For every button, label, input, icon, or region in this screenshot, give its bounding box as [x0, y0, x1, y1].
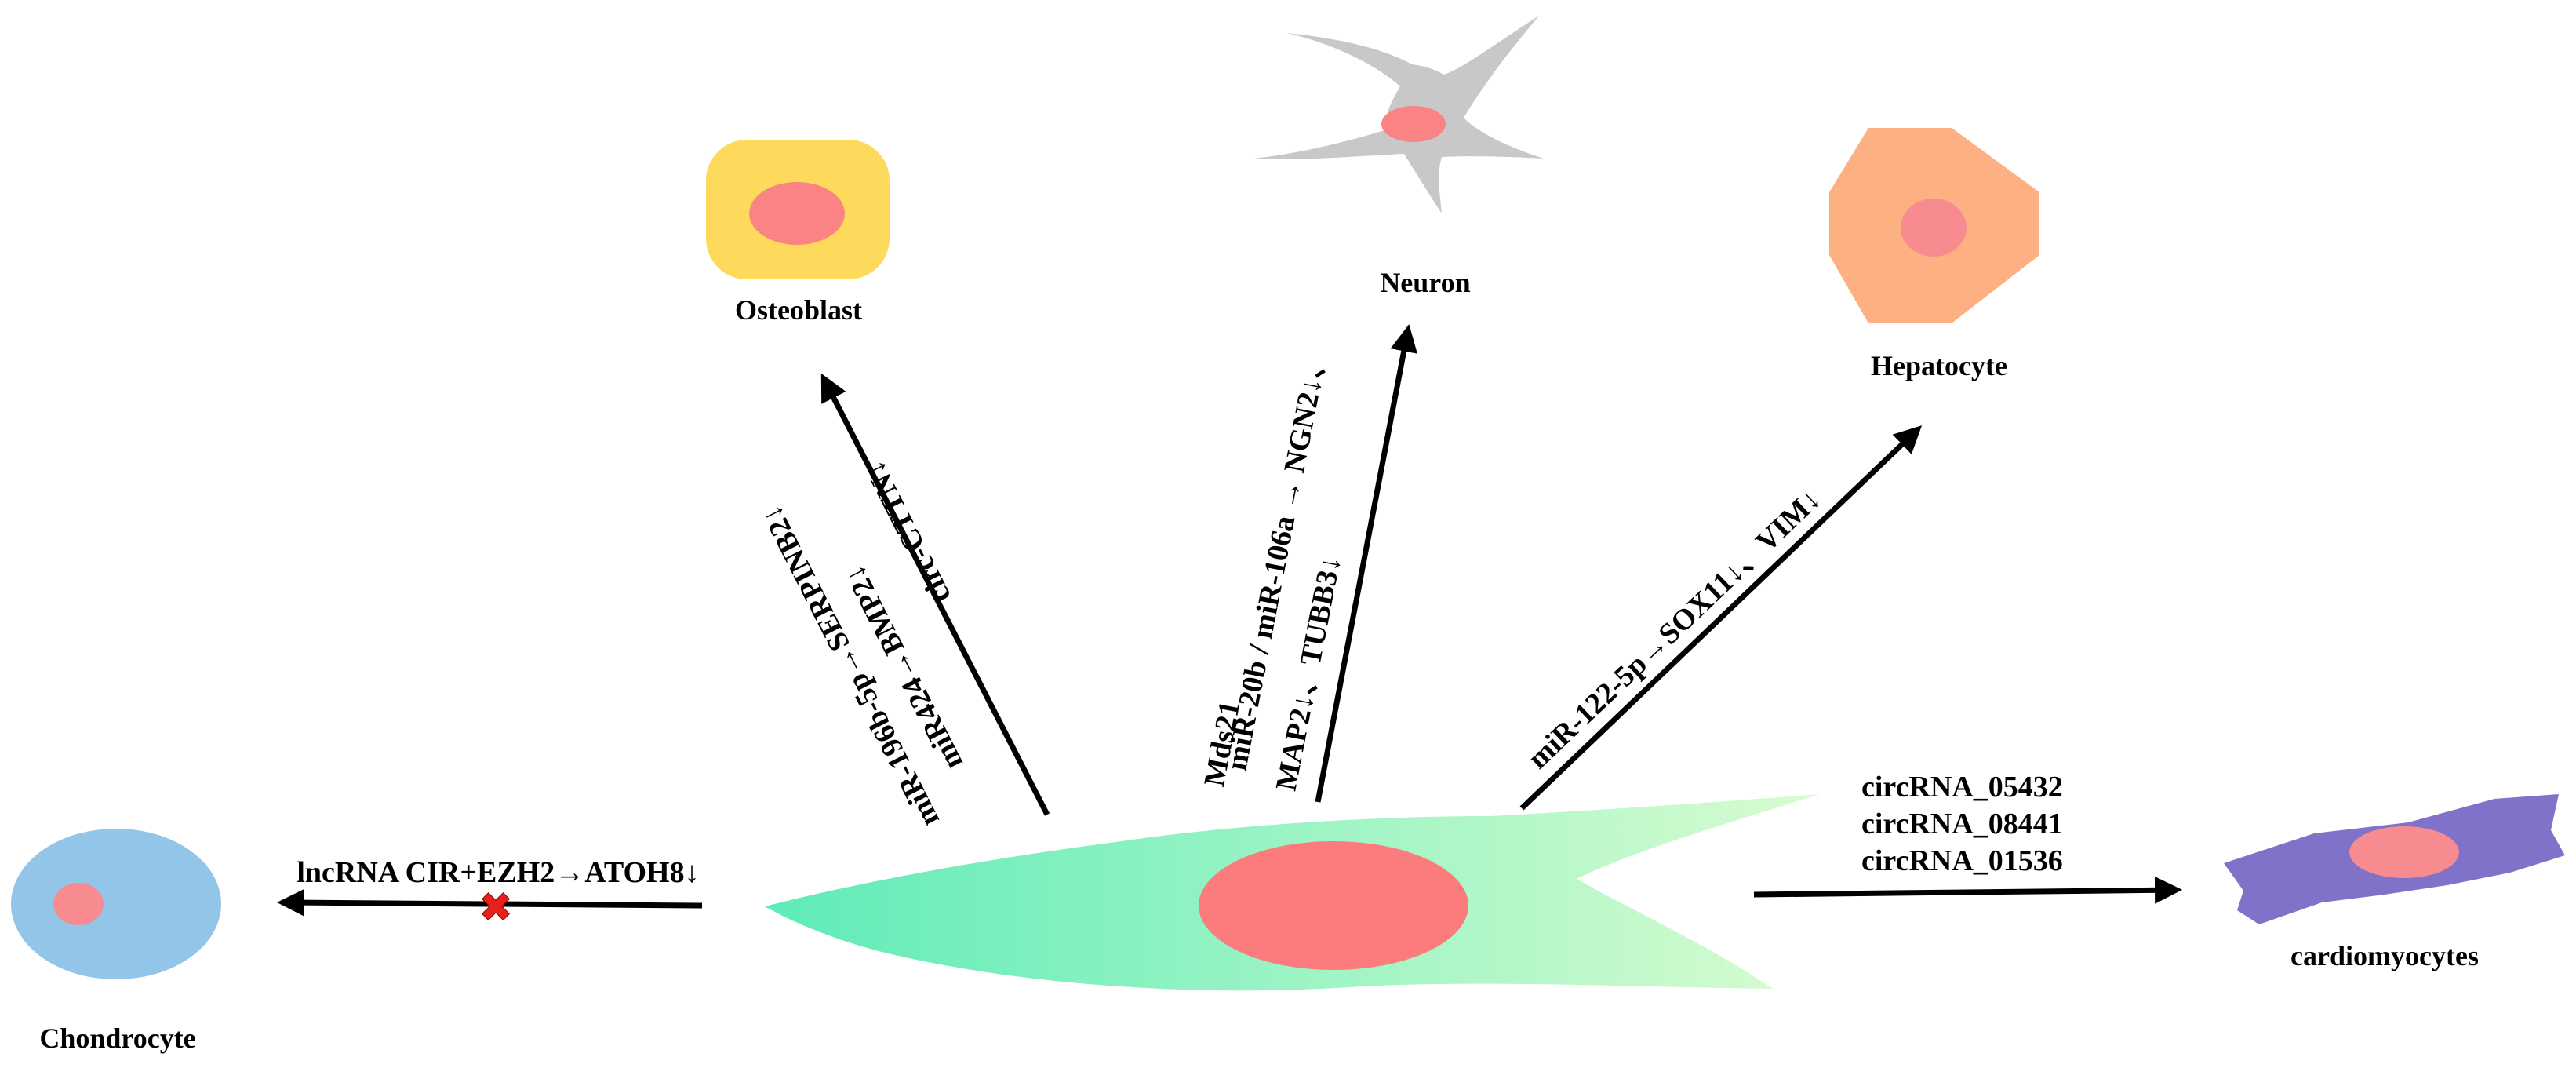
osteoblast-pathway-labels: circ-CTTN↓ miR424→BMP2↓ miR-196b-5p→SERP…: [755, 455, 970, 832]
cardiomyocyte-pathway-line-2: circRNA_08441: [1861, 807, 2063, 840]
arrow-to-hepatocyte: [1519, 425, 1923, 811]
chondrocyte-cell: [11, 829, 221, 979]
chondrocyte-label: Chondrocyte: [39, 1022, 195, 1054]
osteoblast-label: Osteoblast: [735, 294, 862, 326]
osteoblast-cell: [706, 140, 890, 279]
cardiomyocyte-pathway-line-3: circRNA_01536: [1861, 844, 2063, 877]
hepatocyte-nucleus: [1901, 199, 1967, 257]
cardiomyocyte-cell: [2224, 794, 2565, 924]
neuron-nucleus: [1381, 106, 1446, 142]
hepatocyte-pathway-line-1: miR-122-5p→SOX11↓、VIM↓: [1522, 483, 1828, 775]
chondrocyte-nucleus: [53, 883, 104, 925]
chondrocyte-pathway-line-1: lncRNA CIR+EZH2→ATOH8↓: [297, 856, 699, 889]
stem-cell: [765, 794, 1820, 991]
chondrocyte-body: [11, 829, 221, 979]
cardiomyocyte-pathway-labels: circRNA_05432 circRNA_08441 circRNA_0153…: [1861, 771, 2063, 877]
osteoblast-nucleus: [749, 182, 845, 245]
stem-cell-nucleus: [1199, 841, 1468, 970]
arrow-to-cardiomyocyte: [1753, 876, 2182, 904]
blocked-cross-icon: ✖: [478, 884, 513, 931]
arrow-to-osteoblast: [820, 373, 1050, 816]
neuron-pathway-labels: miR-20b / miR-106a → NGN2↓、 Mds21 MAP2↓、…: [1198, 345, 1348, 793]
hepatocyte-cell: [1829, 128, 2039, 323]
neuron-cell: [1253, 16, 1544, 213]
cardiomyocyte-nucleus: [2349, 826, 2459, 878]
neuron-label: Neuron: [1380, 267, 1470, 298]
cardiomyocyte-pathway-line-1: circRNA_05432: [1861, 771, 2063, 804]
cardiomyocyte-label: cardiomyocytes: [2290, 940, 2479, 971]
hepatocyte-label: Hepatocyte: [1871, 350, 2007, 381]
arrow-to-chondrocyte: [277, 888, 703, 917]
arrow-to-neuron: [1315, 324, 1417, 803]
